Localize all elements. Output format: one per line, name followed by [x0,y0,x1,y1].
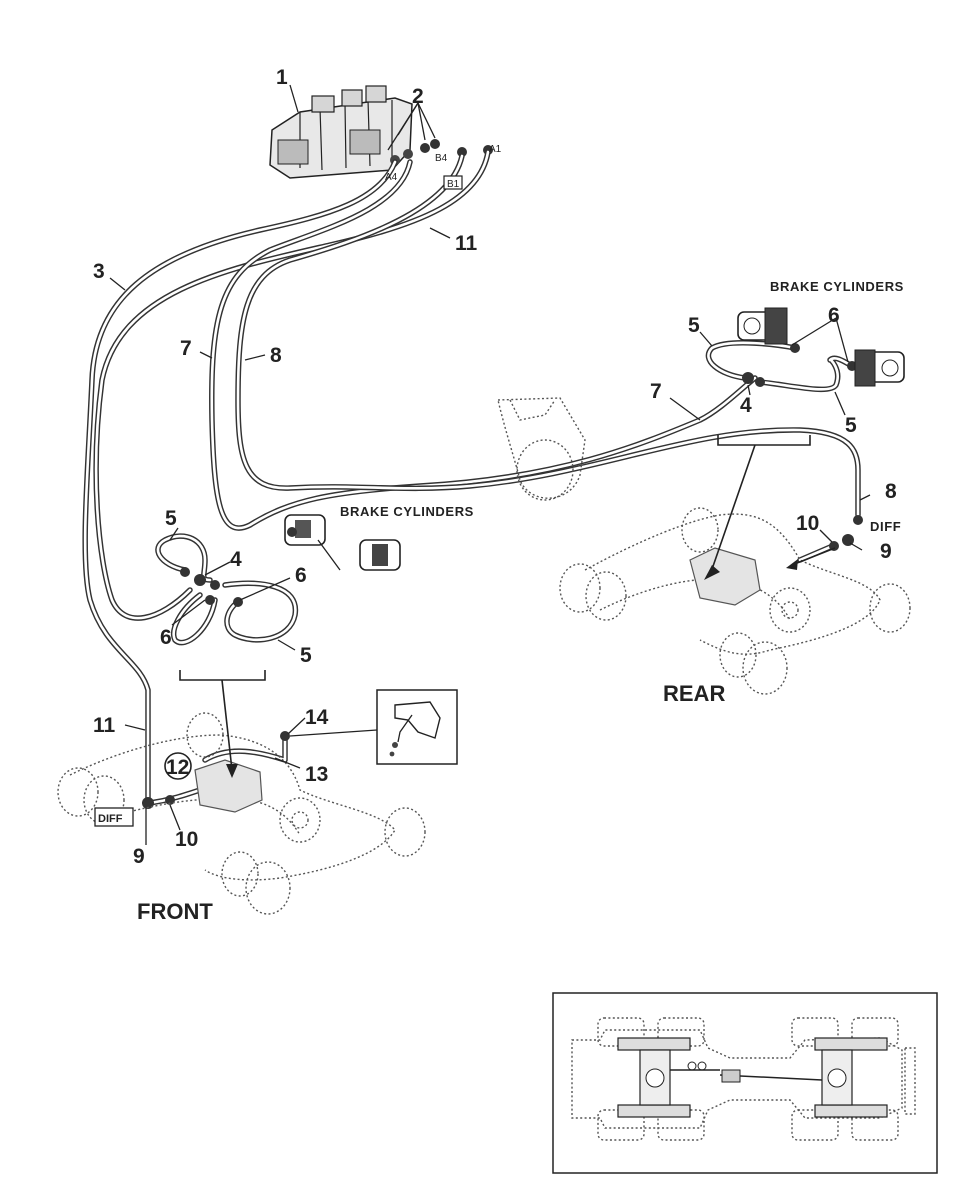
callout-7-left: 7 [180,337,192,360]
diff-rear-label: DIFF [870,519,901,534]
port-b1-label: B1 [447,179,460,190]
front-axle-outline [57,712,426,915]
callout-12: 12 [166,756,189,779]
leader-lines [109,84,871,845]
callout-8-rear: 8 [885,480,897,503]
valve-fittings [420,139,493,157]
diff-front-label: DIFF [98,813,123,825]
rear-axle-outline [559,507,911,695]
callout-6-front-right: 6 [295,564,307,587]
callout-12-circle [164,752,192,780]
callout-4-rear: 4 [740,394,752,417]
callout-4-front: 4 [230,548,242,571]
callout-14: 14 [305,706,329,729]
front-label: FRONT [137,899,213,924]
front-brake-cylinders [284,514,401,571]
oil-drain-inset [289,689,458,765]
hydraulic-hoses [82,149,861,806]
callout-2: 2 [412,85,424,108]
front-bracket-arrow [179,670,266,778]
callout-10-front: 10 [175,828,198,851]
callout-13: 13 [305,763,328,786]
brake-cylinders-rear-label: BRAKE CYLINDERS [770,279,904,294]
locator-inset [552,992,938,1174]
rear-bracket-arrow [704,435,836,580]
callout-5-rear-top: 5 [688,314,700,337]
diff-front-box [94,807,134,827]
callout-6-rear: 6 [828,304,840,327]
callout-11-front: 11 [93,714,116,737]
callout-5-front-top: 5 [165,507,177,530]
port-b1-box [443,175,463,190]
callout-10-rear: 10 [796,512,819,535]
rear-label: REAR [663,681,725,706]
brake-cylinders-front-label: BRAKE CYLINDERS [340,504,474,519]
callout-9-rear: 9 [880,540,892,563]
callout-3: 3 [93,260,105,283]
frame-pivot-outline [497,397,586,501]
callout-6-front-left: 6 [160,626,172,649]
callout-11-top: 11 [455,232,478,255]
callout-5-front-bottom: 5 [300,644,312,667]
callout-5-rear-bottom: 5 [845,414,857,437]
callout-9-front: 9 [133,845,145,868]
port-a4-label: A4 [385,172,398,183]
rear-brake-cylinders [737,307,905,387]
port-b4-label: B4 [435,153,448,164]
callout-1: 1 [276,66,288,89]
brake-valve-block [269,85,413,179]
callout-7-rear: 7 [650,380,662,403]
port-a1-label: A1 [489,144,502,155]
callout-8-left: 8 [270,344,282,367]
